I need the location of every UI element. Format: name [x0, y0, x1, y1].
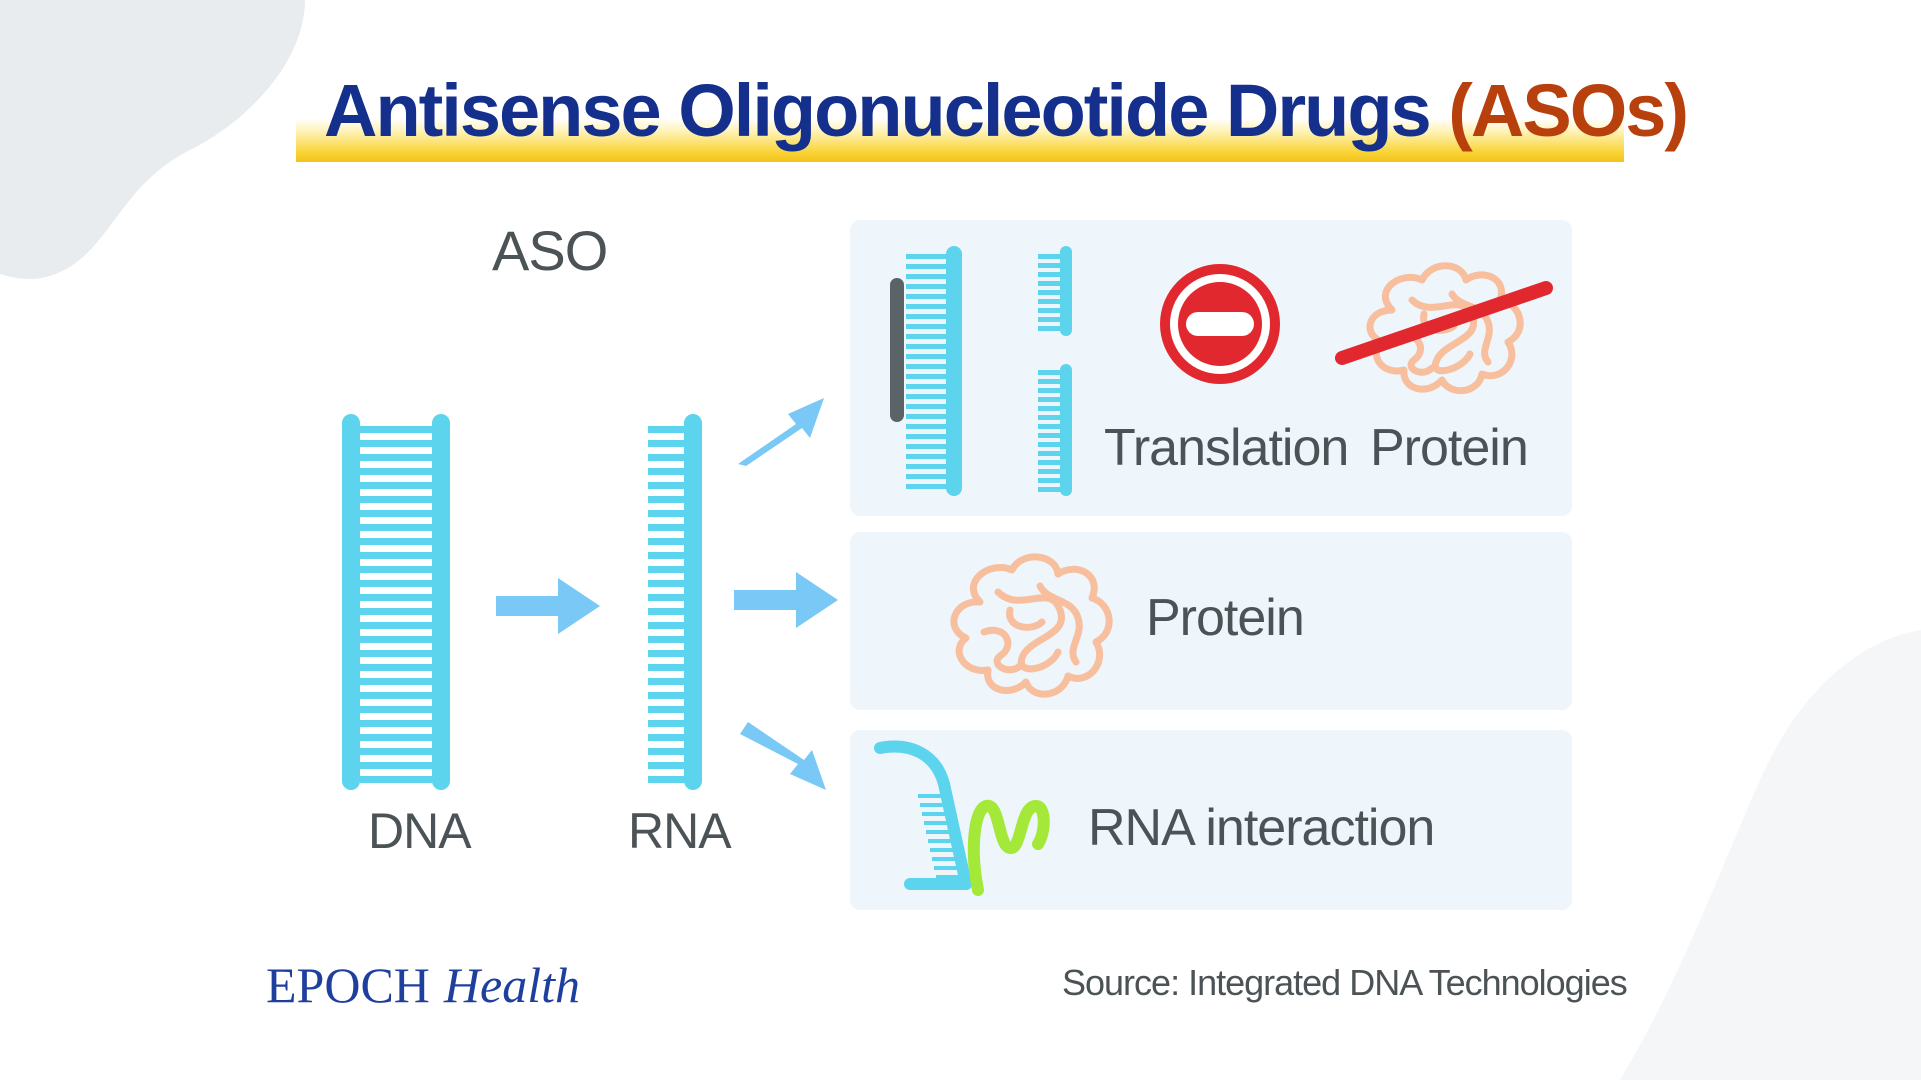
protein-crossed-icon: [1335, 262, 1553, 395]
arrow-down-right-icon: [740, 722, 826, 790]
background-shape-top-left: [0, 0, 305, 279]
panel-protein: [850, 532, 1572, 710]
source-credit: Source: Integrated DNA Technologies: [1062, 962, 1628, 1003]
title-accent: (ASOs): [1448, 69, 1689, 152]
stop-sign-icon: [1160, 264, 1280, 384]
protein-label: Protein: [1146, 589, 1305, 647]
aso-bound-rna-icon: [890, 246, 962, 496]
rna-interaction-icon: [874, 740, 1050, 896]
dna-label: DNA: [368, 803, 472, 859]
arrow-right-icon: [734, 572, 838, 628]
cleaved-rna-icon: [1038, 246, 1072, 496]
page-title: Antisense Oligonucleotide Drugs (ASOs): [324, 68, 1689, 153]
brand-health: Health: [443, 957, 581, 1013]
title-main: Antisense Oligonucleotide Drugs: [324, 69, 1432, 152]
protein-icon: [950, 553, 1113, 698]
title-block: Antisense Oligonucleotide Drugs (ASOs): [296, 62, 1689, 162]
translation-label: Translation: [1104, 419, 1349, 477]
arrow-up-right-icon: [738, 398, 824, 466]
rna-interaction-label: RNA interaction: [1088, 799, 1435, 857]
background-shape-bottom-right: [1620, 630, 1921, 1080]
rna-label: RNA: [628, 803, 732, 859]
rna-strand-icon: [648, 414, 702, 790]
brand-epoch: EPOCH: [266, 957, 430, 1013]
arrow-right-icon: [496, 578, 600, 634]
dna-double-strand-icon: [342, 414, 450, 790]
aso-label: ASO: [492, 219, 608, 282]
protein-blocked-label: Protein: [1370, 419, 1529, 477]
title-highlight: [296, 118, 1624, 162]
